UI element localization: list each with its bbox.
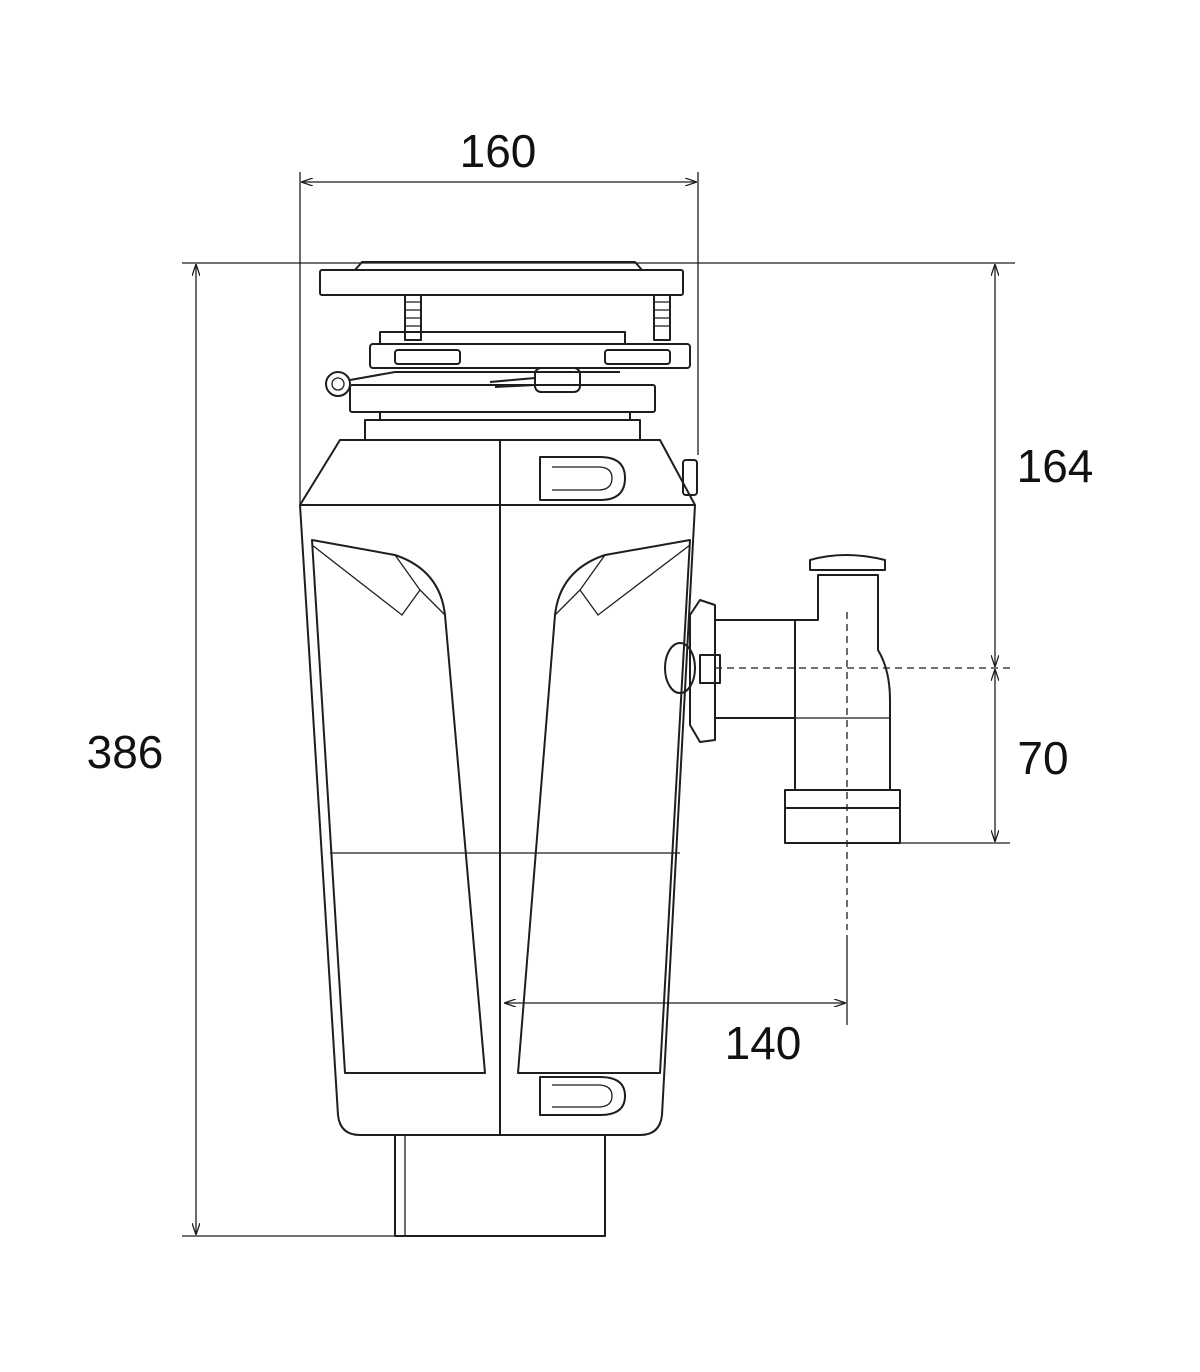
dimension-height-label: 386 [87,726,164,778]
dimension-outlet-offset: 140 [505,612,848,1069]
disposer-body [299,439,698,1237]
logo-top-icon [539,456,626,501]
dimension-width: 160 [299,125,699,505]
dimension-height: 386 [87,262,1015,1237]
dimension-outlet-height-label: 164 [1017,440,1094,492]
dimension-outlet-height: 164 [995,265,1093,666]
logo-bottom-icon [539,1076,626,1116]
dimension-outlet-drop: 70 [715,667,1069,844]
mounting-assembly [319,261,691,441]
dimension-outlet-offset-label: 140 [725,1017,802,1069]
dimension-width-label: 160 [460,125,537,177]
dimension-outlet-drop-label: 70 [1017,732,1068,784]
drain-elbow [664,554,901,844]
